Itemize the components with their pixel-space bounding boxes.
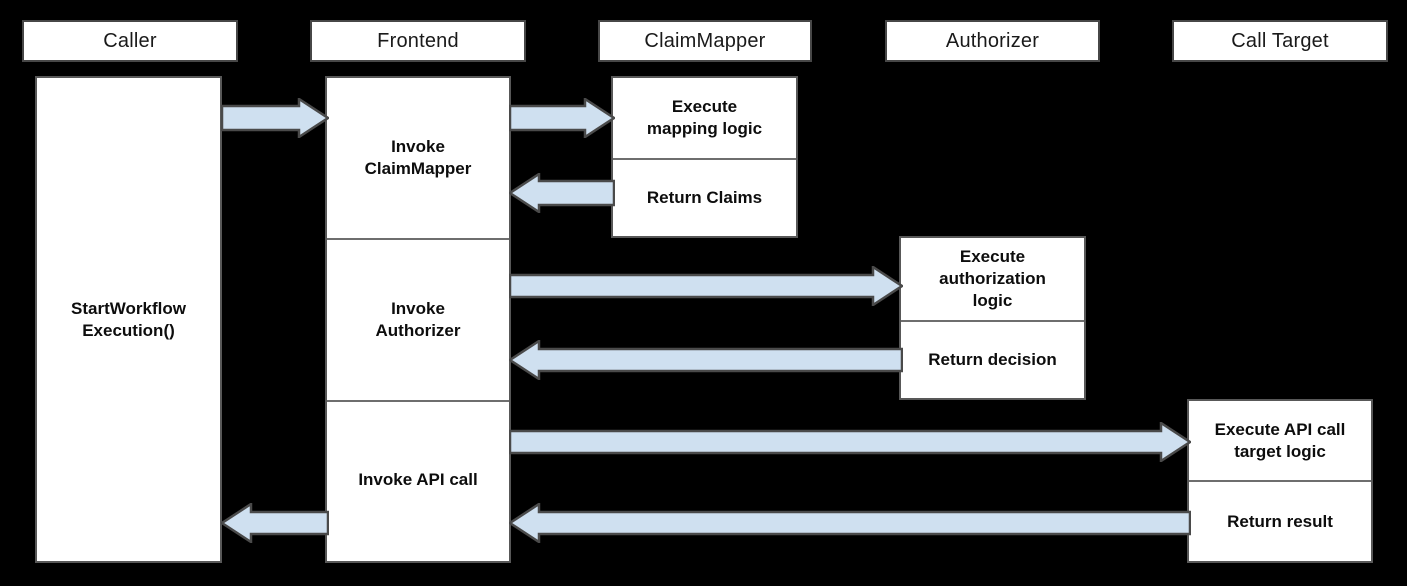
activation-cell-calltarget-return-result: Return result xyxy=(1189,480,1371,561)
activation-cell-frontend-invoke-api-call: Invoke API call xyxy=(327,400,509,557)
lifeline-header-caller[interactable]: Caller xyxy=(22,20,238,62)
message-arrow-calltarget-to-frontend[interactable] xyxy=(509,503,1191,543)
lifeline-header-frontend-label: Frontend xyxy=(377,29,459,52)
lifeline-header-calltarget[interactable]: Call Target xyxy=(1172,20,1388,62)
lifeline-header-calltarget-label: Call Target xyxy=(1231,29,1329,52)
lifeline-header-authorizer-label: Authorizer xyxy=(945,29,1040,52)
message-arrow-caller-to-frontend[interactable] xyxy=(221,98,329,138)
message-arrow-frontend-to-caller[interactable] xyxy=(221,503,329,543)
message-arrow-frontend-to-claimmapper[interactable] xyxy=(509,98,615,138)
lifeline-header-authorizer[interactable]: Authorizer xyxy=(885,20,1100,62)
activation-cell-claimmapper-return-claims: Return Claims xyxy=(613,158,796,236)
message-arrow-frontend-to-calltarget[interactable] xyxy=(509,422,1191,462)
lifeline-header-frontend[interactable]: Frontend xyxy=(310,20,526,62)
lifeline-header-claimmapper-label: ClaimMapper xyxy=(644,29,766,52)
message-arrow-claimmapper-to-frontend[interactable] xyxy=(509,173,615,213)
lifeline-header-claimmapper[interactable]: ClaimMapper xyxy=(598,20,812,62)
lifeline-header-caller-label: Caller xyxy=(103,29,157,52)
activation-cell-authorizer-return-decision: Return decision xyxy=(901,320,1084,398)
message-arrow-frontend-to-authorizer[interactable] xyxy=(509,266,903,306)
message-arrow-authorizer-to-frontend[interactable] xyxy=(509,340,903,380)
